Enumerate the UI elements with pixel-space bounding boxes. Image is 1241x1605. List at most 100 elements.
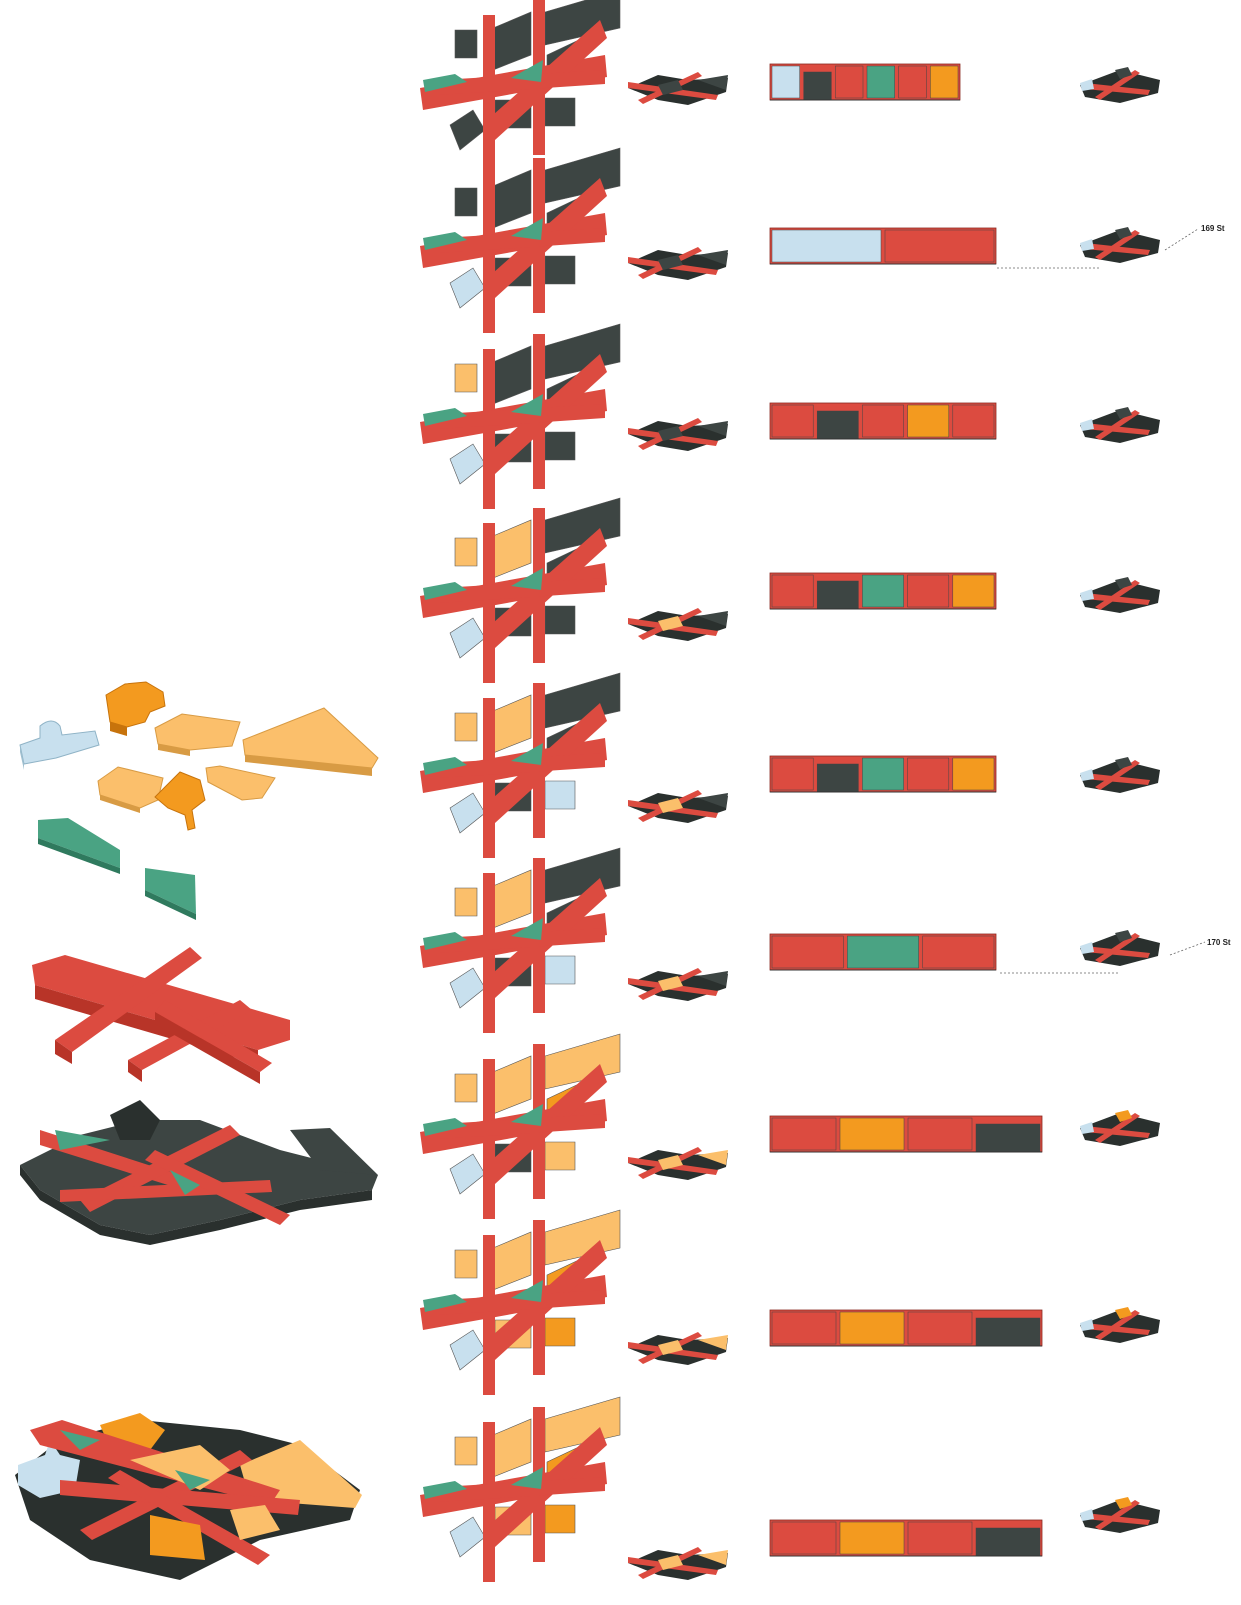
facade-segment-1	[772, 575, 813, 607]
small-axon-row-1	[628, 72, 728, 105]
elevation-row-5	[770, 756, 996, 792]
building-lightblue	[20, 721, 99, 764]
plan-block-3	[455, 538, 477, 566]
plan-block-7	[450, 968, 485, 1008]
plan-block-6	[545, 98, 575, 126]
plan-block-2	[493, 12, 531, 70]
tiny-axon-blue	[1080, 1509, 1094, 1521]
elevation-row-1	[770, 64, 960, 100]
plan-block-6	[545, 606, 575, 634]
plan-block-2	[493, 870, 531, 928]
plan-block-7	[450, 444, 485, 484]
tiny-axon-blue	[1080, 942, 1094, 954]
elevation-row-2	[770, 228, 996, 264]
facade-segment-2	[885, 230, 994, 262]
facade-segment-3	[862, 405, 903, 437]
facade-segment-2	[840, 1312, 904, 1344]
tiny-axon-row-7	[1080, 1110, 1160, 1146]
plan-block-6	[545, 1142, 575, 1170]
tiny-axon-row-3	[1080, 407, 1160, 443]
plan-block-6	[545, 781, 575, 809]
facade-segment-5	[953, 405, 994, 437]
plan-row-5	[420, 673, 620, 858]
plan-row-9	[420, 1397, 620, 1582]
plan-block-3	[455, 1437, 477, 1465]
plan-block-2	[493, 1056, 531, 1114]
elevation-row-9	[770, 1520, 1042, 1556]
plan-block-6	[545, 1505, 575, 1533]
street-label-169: 169 St	[1201, 224, 1225, 233]
elevation-row-6	[770, 934, 996, 970]
tiny-axon-row-4	[1080, 577, 1160, 613]
facade-segment-1	[772, 230, 881, 262]
tiny-axon-row-2	[1080, 227, 1160, 263]
layer-existing-buildings	[20, 1100, 378, 1245]
plan-block-7	[450, 1330, 485, 1370]
facade-segment-5	[899, 66, 927, 98]
facade-segment-4	[976, 1318, 1040, 1346]
facade-segment-1	[772, 1118, 836, 1150]
small-axon-row-2	[628, 247, 728, 280]
plan-block-7	[450, 268, 485, 308]
facade-segment-3	[835, 66, 863, 98]
plan-row-7	[420, 1034, 620, 1219]
small-axon-row-9	[628, 1547, 728, 1580]
plan-block-3	[455, 188, 477, 216]
plan-block-3	[455, 30, 477, 58]
elevation-row-4	[770, 573, 996, 609]
street-elevation-column	[770, 64, 1042, 1556]
facade-segment-5	[953, 758, 994, 790]
street-label-170: 170 St	[1207, 938, 1231, 947]
facade-segment-3	[908, 1312, 972, 1344]
plan-block-3	[455, 1250, 477, 1278]
tiny-axon-blue	[1080, 1122, 1094, 1134]
facade-segment-3	[908, 1522, 972, 1554]
exploded-axonometric	[15, 682, 378, 1580]
facade-segment-6	[930, 66, 958, 98]
facade-segment-2	[840, 1118, 904, 1150]
facade-segment-3	[862, 758, 903, 790]
plan-row-2	[420, 148, 620, 333]
plan-block-6	[545, 956, 575, 984]
facade-segment-1	[772, 1312, 836, 1344]
plan-row-8	[420, 1210, 620, 1395]
plan-row-6	[420, 848, 620, 1033]
small-axon-row-6	[628, 968, 728, 1001]
building-lightorange-d	[206, 766, 275, 800]
layer-streets	[32, 947, 290, 1084]
plan-block-3	[455, 1074, 477, 1102]
tiny-axon-blue	[1080, 1319, 1094, 1331]
facade-segment-1	[772, 66, 800, 98]
facade-segment-1	[772, 405, 813, 437]
facade-segment-3	[923, 936, 994, 968]
small-axon-column	[628, 72, 728, 1580]
facade-segment-4	[908, 405, 949, 437]
plan-block-2	[493, 1419, 531, 1477]
plan-block-7	[450, 1517, 485, 1557]
facade-segment-5	[953, 575, 994, 607]
plan-block-2	[493, 695, 531, 753]
facade-segment-2	[804, 72, 832, 100]
plan-block-2	[493, 346, 531, 404]
composite-axonometric	[15, 1413, 362, 1580]
plan-block-2	[493, 520, 531, 578]
facade-segment-4	[976, 1124, 1040, 1152]
small-axon-row-8	[628, 1332, 728, 1365]
tiny-axon-row-8	[1080, 1307, 1160, 1343]
plan-block-7	[450, 618, 485, 658]
elevation-row-8	[770, 1310, 1042, 1346]
plan-block-2	[493, 1232, 531, 1290]
plan-block-7	[450, 793, 485, 833]
facade-segment-4	[867, 66, 895, 98]
facade-segment-2	[817, 581, 858, 609]
plan-block-7	[450, 1154, 485, 1194]
plan-block-6	[545, 256, 575, 284]
small-axon-row-3	[628, 418, 728, 451]
plan-view-column	[420, 0, 620, 1582]
plan-block-6	[545, 1318, 575, 1346]
tiny-axon-row-5	[1080, 757, 1160, 793]
plan-block-3	[455, 713, 477, 741]
facade-segment-1	[772, 936, 843, 968]
tiny-axon-blue	[1080, 419, 1094, 431]
